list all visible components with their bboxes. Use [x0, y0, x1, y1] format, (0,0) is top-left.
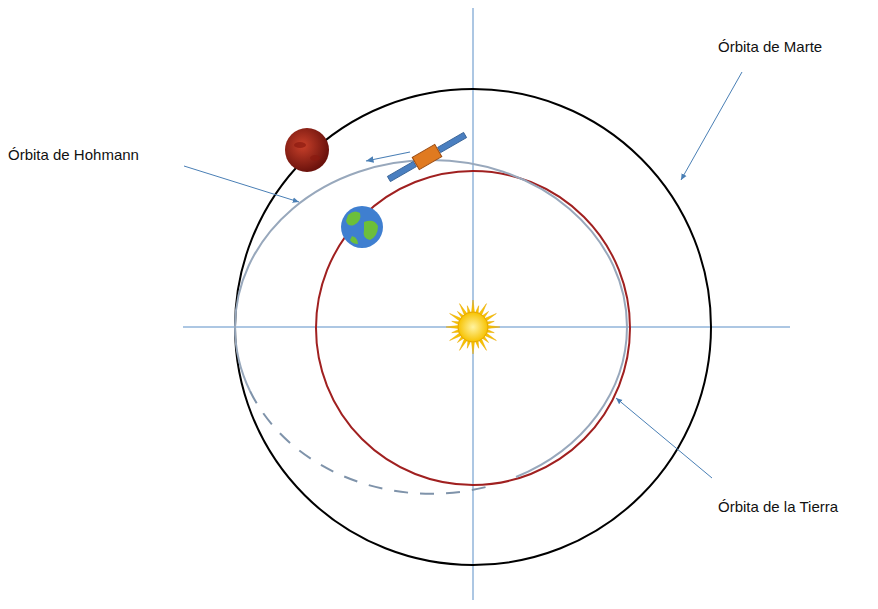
- orbit-label: Órbita de Marte: [718, 38, 822, 56]
- orbit-label: Órbita de Hohmann: [8, 146, 139, 164]
- hohmann-orbit: [516, 327, 627, 477]
- sun-symbol: [446, 300, 500, 354]
- orbit-label: Órbita de la Tierra: [718, 498, 838, 516]
- mars-orbit: [235, 89, 711, 565]
- spacecraft-symbol: [385, 129, 468, 185]
- motion-arrow: [366, 152, 410, 161]
- leader-line: [184, 166, 299, 202]
- earth-planet: [341, 206, 383, 248]
- mars-planet: [285, 128, 329, 172]
- hohmann-orbit-dashed: [250, 391, 490, 494]
- leader-line: [616, 398, 712, 478]
- leader-line: [681, 72, 742, 180]
- earth-orbit: [316, 171, 630, 485]
- hohmann-orbit: [235, 160, 627, 391]
